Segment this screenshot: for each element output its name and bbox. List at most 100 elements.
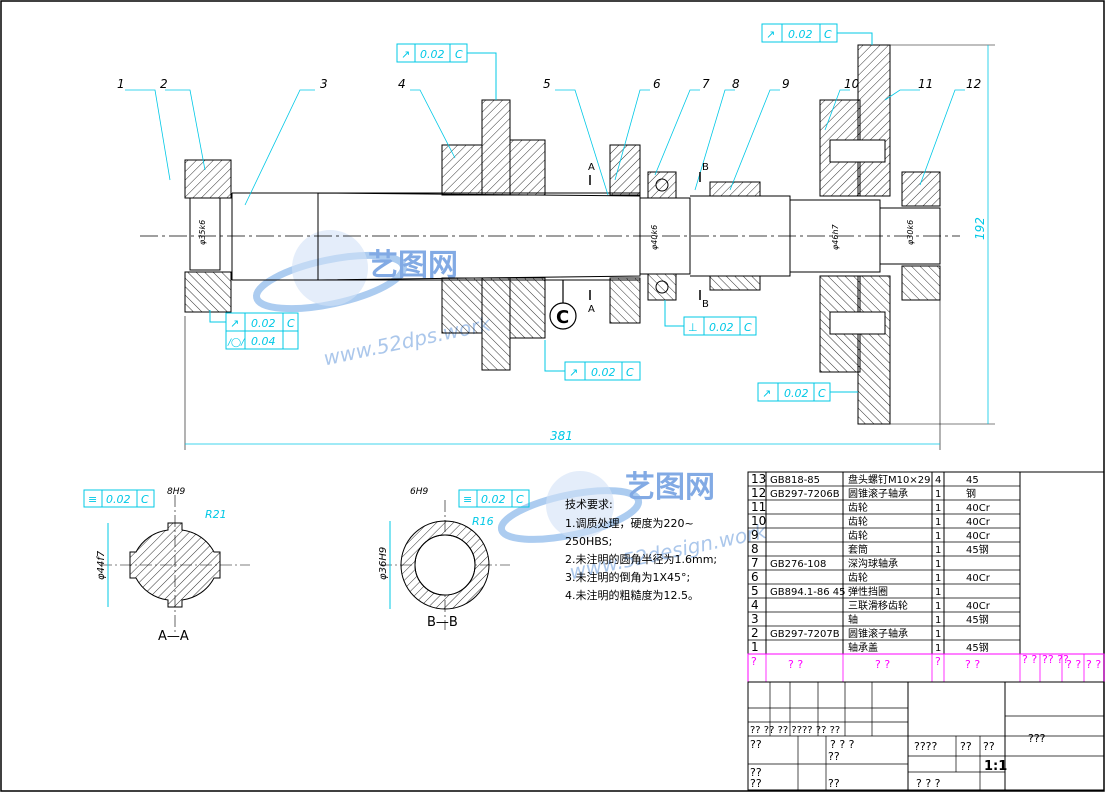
section-bb (380, 500, 510, 630)
section-marks: A A B B C (549, 162, 709, 330)
part-no-5: 5 (543, 77, 551, 91)
tech-req-line-4: 3.未注明的倒角为1X45°; (565, 570, 690, 584)
tb-q-1: ?? (750, 738, 762, 751)
bom-row-code: GB297-7207B (770, 629, 840, 640)
bom-header-row: ? ? ? ? ? ? ? ? ? ? ?? ?? ? ? ? ? (751, 653, 1101, 671)
hdr-cell-7: ?? ?? (1042, 653, 1069, 666)
dim-dia-left: φ35k6 (198, 220, 207, 245)
tb-big: ??? (1028, 732, 1046, 745)
bom-row-qty: 1 (935, 531, 941, 542)
bom-row-mat: 40Cr (966, 601, 991, 612)
tol-left-a-ref: C (287, 317, 295, 330)
bom-row-mat: 钢 (966, 487, 976, 500)
bom-table (747, 471, 1105, 683)
tol-bottom-right-sym: ↗ (762, 387, 771, 400)
bom-row-code: GB818-85 (770, 475, 820, 486)
tol-right-perp-val: 0.02 (709, 321, 734, 334)
bom-row-no: 5 (751, 584, 759, 598)
dim-dia-right2: φ30k6 (906, 220, 915, 245)
bom-row-qty: 4 (935, 475, 941, 486)
bom-row-mat: 45钢 (966, 613, 989, 626)
sec-bb-width: 6H9 (410, 487, 428, 497)
bom-row-code: GB894.1-86 45 (770, 587, 845, 598)
tol-left-b-val: 0.04 (251, 335, 276, 348)
tol-top-right-val: 0.02 (788, 28, 813, 41)
hdr-cell-2: ? ? (788, 658, 803, 671)
tolerance-texts: ↗ 0.02 C ↗ 0.02 C ↗ 0.02 C /◯/ 0.04 ↗ 0.… (88, 28, 832, 506)
part-no-8: 8 (732, 77, 740, 91)
bom-row-mat: 45钢 (966, 641, 989, 654)
title-block (747, 681, 1105, 791)
part-no-6: 6 (653, 77, 661, 91)
watermark-cn-2: 艺图网 (625, 470, 715, 505)
section-mark-b-bottom: B (702, 299, 709, 310)
tech-req-line-1: 1.调质处理，硬度为220~ (565, 516, 694, 530)
bom-row-qty: 1 (935, 545, 941, 556)
bom-row-mat: 40Cr (966, 517, 991, 528)
bom-row-no: 6 (751, 570, 759, 584)
part-no-10: 10 (844, 77, 860, 91)
section-mark-a-bottom: A (588, 304, 595, 315)
datum-c-label: C (556, 307, 569, 328)
tb-t3: ?? (960, 740, 972, 753)
bom-row-qty: 1 (935, 573, 941, 584)
bom-row-qty: 1 (935, 587, 941, 598)
hdr-cell-5: ? ? (965, 658, 980, 671)
tol-bottom-right-val: 0.02 (784, 387, 809, 400)
title-block-texts: ??? ?? ?? ?? ???? ?? ?? ???? ?? ?? 1:1 ?… (750, 725, 1046, 790)
tb-bottom: ? ? ? (916, 777, 941, 790)
tol-left-a-val: 0.02 (251, 317, 276, 330)
bom-row-name: 盘头螺钉M10×29 (848, 473, 930, 486)
hdr-cell-3: ? ? (875, 658, 890, 671)
hdr-cell-1: ? (751, 655, 757, 668)
part-no-12: 12 (966, 77, 981, 91)
part-no-11: 11 (918, 77, 933, 91)
bom-row-qty: 1 (935, 559, 941, 570)
bom-row-mat: 40Cr (966, 531, 991, 542)
tech-req-title: 技术要求: (565, 498, 613, 511)
part-no-7: 7 (702, 77, 710, 91)
main-view (125, 44, 995, 450)
sec-aa-dia: φ44f7 (96, 550, 107, 580)
bom-row-qty: 1 (935, 615, 941, 626)
sec-bb-radius: R16 (472, 515, 494, 528)
bom-row-no: 2 (751, 626, 759, 640)
bom-row-qty: 1 (935, 601, 941, 612)
tech-req-line-5: 4.未注明的粗糙度为12.5。 (565, 588, 699, 602)
tb-scale: 1:1 (984, 759, 1007, 774)
sec-bb-title: B—B (427, 615, 458, 630)
bom-row-name: 齿轮 (848, 529, 868, 542)
section-aa (100, 495, 250, 635)
bom-row-name: 轴承盖 (848, 641, 878, 654)
bom-row-name: 齿轮 (848, 571, 868, 584)
bom-row-mat: 45钢 (966, 543, 989, 556)
tb-q-6: ?? (750, 777, 762, 790)
bom-row-name: 深沟球轴承 (848, 557, 898, 570)
tech-req-line-3: 2.未注明的圆角半径为1.6mm; (565, 552, 717, 566)
tol-bottom-mid-val: 0.02 (591, 366, 616, 379)
bom-row-name: 轴 (848, 613, 858, 626)
bom-row-no: 11 (751, 500, 766, 514)
bom-row-mat: 45 (966, 475, 979, 486)
bom-row-qty: 1 (935, 643, 941, 654)
bom-row-no: 12 (751, 486, 766, 500)
tol-left-b-sym: /◯/ (227, 338, 245, 348)
bom-row-no: 3 (751, 612, 759, 626)
tol-right-perp-ref: C (744, 321, 752, 334)
dim-dia-mid: φ40k6 (650, 225, 659, 250)
tol-sec-bb-sym: ≡ (463, 493, 472, 506)
bom-row-name: 三联滑移齿轮 (848, 599, 908, 612)
bom-row-code: GB297-7206B (770, 489, 840, 500)
tol-sec-bb-val: 0.02 (481, 493, 506, 506)
tolerance-frames (83, 23, 873, 508)
tol-top-mid-val: 0.02 (420, 48, 445, 61)
hdr-cell-9: ? ? (1086, 658, 1101, 671)
bom-row-code: GB276-108 (770, 559, 826, 570)
part-no-1: 1 (117, 77, 125, 91)
bom-row-name: 齿轮 (848, 515, 868, 528)
bom-row-no: 9 (751, 528, 759, 542)
bom-row-name: 套筒 (848, 543, 868, 556)
bom-row-name: 齿轮 (848, 501, 868, 514)
